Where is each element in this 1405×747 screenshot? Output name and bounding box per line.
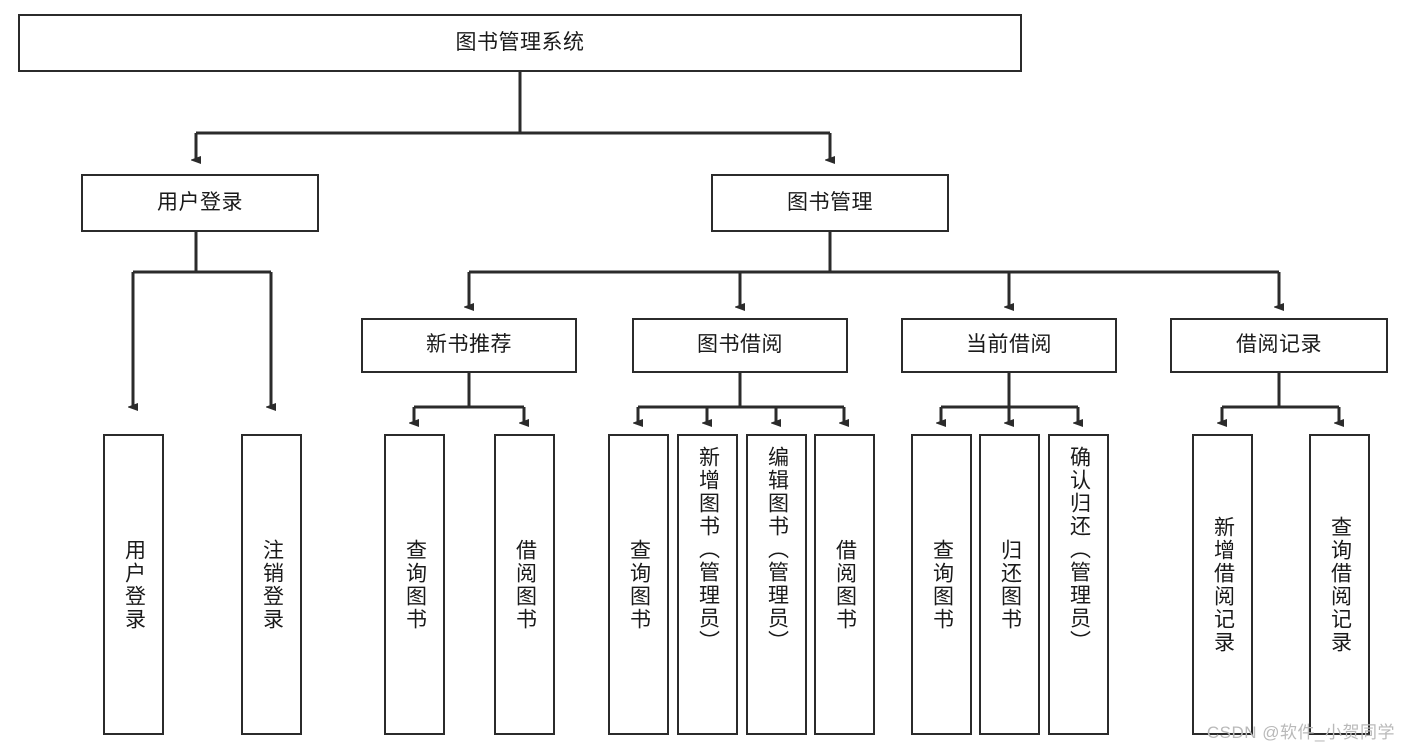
leaf-borrow-book-1[interactable]: 借阅图书 — [494, 434, 555, 735]
leaf-add-record[interactable]: 新增借阅记录 — [1192, 434, 1253, 735]
node-user-login-label: 用户登录 — [157, 190, 243, 214]
leaf-query-book-3[interactable]: 查询图书 — [911, 434, 972, 735]
leaf-confirm-return-label: 确认归还（管理员） — [1067, 446, 1091, 653]
leaf-query-book-2-label: 查询图书 — [627, 538, 651, 631]
leaf-return-book[interactable]: 归还图书 — [979, 434, 1040, 735]
leaf-query-book-3-label: 查询图书 — [930, 538, 954, 631]
leaf-query-record[interactable]: 查询借阅记录 — [1309, 434, 1370, 735]
leaf-add-book-label: 新增图书（管理员） — [696, 446, 720, 653]
leaf-add-book[interactable]: 新增图书（管理员） — [677, 434, 738, 735]
leaf-user-login-label: 用户登录 — [122, 538, 146, 631]
node-current-borrow-label: 当前借阅 — [966, 333, 1052, 357]
node-new-book-rec-label: 新书推荐 — [426, 333, 512, 357]
leaf-borrow-book-2[interactable]: 借阅图书 — [814, 434, 875, 735]
node-root[interactable]: 图书管理系统 — [18, 14, 1022, 72]
leaf-query-record-label: 查询借阅记录 — [1328, 515, 1352, 654]
node-book-manage-label: 图书管理 — [787, 190, 873, 214]
node-book-borrow-label: 图书借阅 — [697, 333, 783, 357]
leaf-edit-book-label: 编辑图书（管理员） — [765, 446, 789, 653]
watermark: CSDN @软件_小贺同学 — [1206, 723, 1395, 742]
leaf-query-book-1[interactable]: 查询图书 — [384, 434, 445, 735]
leaf-return-book-label: 归还图书 — [998, 538, 1022, 631]
leaf-user-logout[interactable]: 注销登录 — [241, 434, 302, 735]
leaf-add-record-label: 新增借阅记录 — [1211, 515, 1235, 654]
node-user-login[interactable]: 用户登录 — [81, 174, 319, 232]
leaf-borrow-book-2-label: 借阅图书 — [833, 538, 857, 631]
leaf-query-book-1-label: 查询图书 — [403, 538, 427, 631]
leaf-borrow-book-1-label: 借阅图书 — [513, 538, 537, 631]
leaf-user-login[interactable]: 用户登录 — [103, 434, 164, 735]
node-book-manage[interactable]: 图书管理 — [711, 174, 949, 232]
node-borrow-record[interactable]: 借阅记录 — [1170, 318, 1388, 373]
node-current-borrow[interactable]: 当前借阅 — [901, 318, 1117, 373]
leaf-confirm-return[interactable]: 确认归还（管理员） — [1048, 434, 1109, 735]
node-root-label: 图书管理系统 — [455, 30, 585, 54]
node-borrow-record-label: 借阅记录 — [1236, 333, 1322, 357]
node-book-borrow[interactable]: 图书借阅 — [632, 318, 848, 373]
leaf-user-logout-label: 注销登录 — [260, 538, 284, 631]
leaf-edit-book[interactable]: 编辑图书（管理员） — [746, 434, 807, 735]
leaf-query-book-2[interactable]: 查询图书 — [608, 434, 669, 735]
node-new-book-rec[interactable]: 新书推荐 — [361, 318, 577, 373]
